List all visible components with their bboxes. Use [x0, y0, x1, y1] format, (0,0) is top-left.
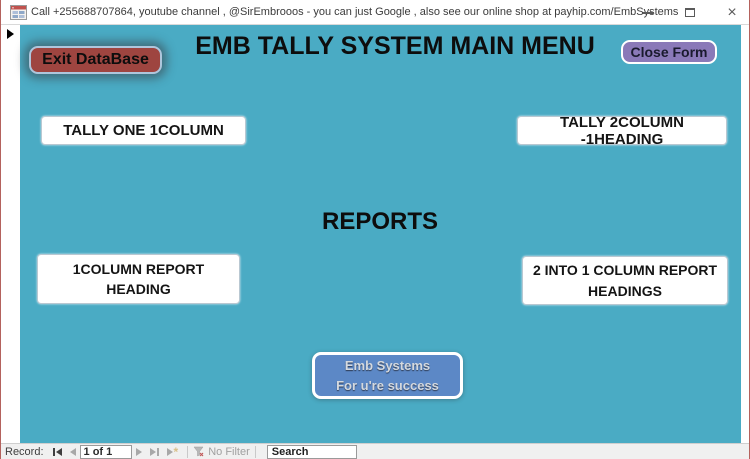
1column-report-heading-button[interactable]: 1COLUMN REPORT HEADING [37, 254, 240, 304]
next-record-button[interactable] [132, 445, 146, 459]
close-form-button[interactable]: Close Form [621, 40, 717, 64]
no-filter-button[interactable]: No Filter [193, 446, 250, 458]
divider [187, 445, 189, 458]
divider [254, 445, 256, 458]
report-one-line1: 1COLUMN REPORT [72, 260, 205, 277]
page-title: EMB TALLY SYSTEM MAIN MENU [195, 32, 595, 60]
close-form-label: Close Form [630, 44, 708, 60]
2into1-column-report-headings-button[interactable]: 2 INTO 1 COLUMN REPORT HEADINGS [522, 256, 728, 305]
form-area: EMB TALLY SYSTEM MAIN MENU Exit DataBase… [1, 25, 749, 443]
record-selector-strip[interactable] [1, 25, 20, 443]
record-navigator-bar: Record: * No Filter [1, 443, 749, 459]
report-one-line2: HEADING [106, 281, 171, 297]
window-title: Call +255688707864, youtube channel , @S… [31, 6, 679, 18]
tally-2column-1heading-button[interactable]: TALLY 2COLUMN -1HEADING [517, 113, 727, 148]
record-label: Record: [5, 445, 44, 458]
filter-funnel-icon [193, 446, 204, 457]
report-two-line2: HEADINGS [588, 282, 662, 299]
previous-record-button[interactable] [66, 445, 80, 459]
report-two-line1: 2 INTO 1 COLUMN REPORT [532, 262, 718, 279]
form-window-icon [10, 5, 27, 20]
first-record-button[interactable] [49, 445, 66, 459]
exit-database-label: Exit DataBase [42, 51, 149, 68]
close-icon[interactable]: × [727, 3, 737, 21]
record-position-input[interactable] [79, 444, 132, 459]
new-record-button[interactable]: * [163, 445, 183, 459]
tally-one-label: TALLY ONE 1COLUMN [63, 122, 224, 139]
reports-section-heading: REPORTS [321, 208, 438, 235]
tally-one-1column-button[interactable]: TALLY ONE 1COLUMN [41, 116, 246, 145]
exit-database-button[interactable]: Exit DataBase [29, 46, 162, 74]
title-bar: Call +255688707864, youtube channel , @S… [1, 0, 749, 25]
emb-systems-brand-button[interactable]: Emb Systems For u're success [312, 352, 463, 399]
brand-line1: Emb Systems [344, 358, 431, 373]
no-filter-label: No Filter [208, 445, 250, 458]
form-canvas: EMB TALLY SYSTEM MAIN MENU Exit DataBase… [20, 25, 741, 443]
maximize-icon[interactable] [681, 4, 699, 22]
last-record-button[interactable] [146, 445, 163, 459]
window-controls: × [639, 0, 741, 25]
brand-line2: For u're success [336, 377, 439, 393]
tally-two-label: TALLY 2COLUMN -1HEADING [560, 113, 684, 148]
minimize-icon[interactable] [639, 4, 657, 22]
current-record-arrow-icon [7, 29, 14, 39]
search-input[interactable] [266, 444, 357, 459]
